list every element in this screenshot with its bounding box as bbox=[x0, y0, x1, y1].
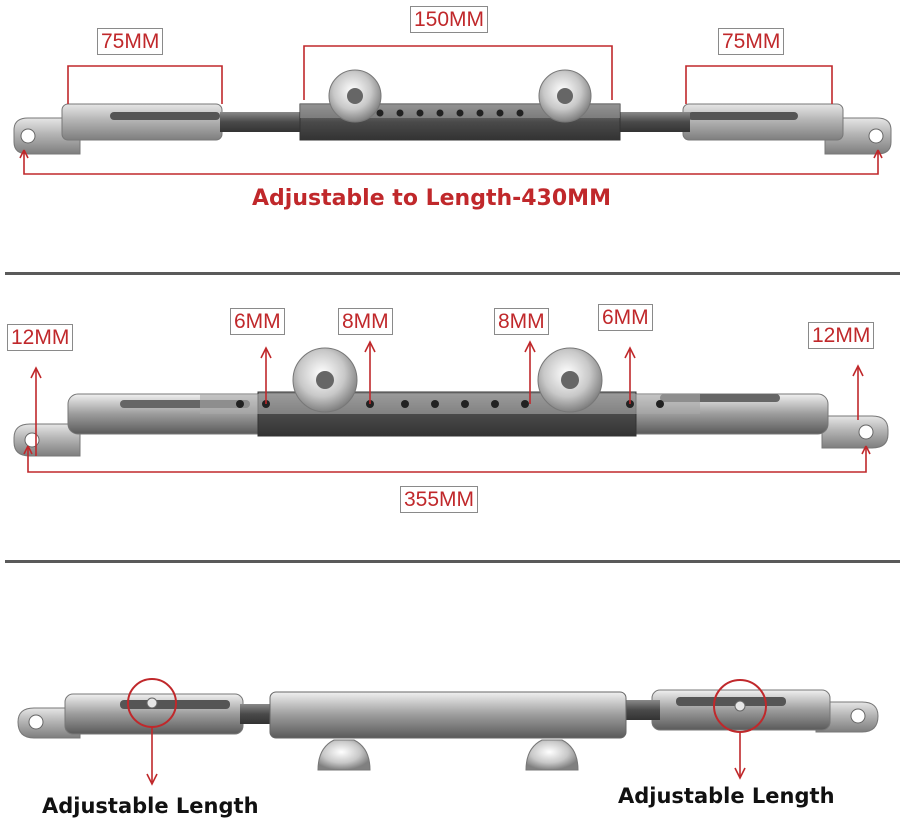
total-length-label: 355MM bbox=[400, 486, 479, 513]
hole-label-d: 6MM bbox=[598, 304, 653, 331]
clamp-knob-icon bbox=[328, 69, 382, 123]
clamp-knob-icon bbox=[317, 739, 371, 771]
clamp-knob-icon bbox=[292, 347, 358, 413]
adjustable-caption-left: Adjustable Length bbox=[42, 794, 259, 818]
hole-label-a: 6MM bbox=[230, 308, 285, 335]
hole-label-b: 8MM bbox=[338, 308, 393, 335]
end-label-left: 12MM bbox=[7, 324, 74, 351]
dimension-label-right: 75MM bbox=[718, 28, 785, 55]
adjustable-caption-right: Adjustable Length bbox=[618, 784, 835, 808]
dimension-label-left: 75MM bbox=[97, 28, 164, 55]
bar-panel-3 bbox=[17, 678, 879, 786]
section-divider bbox=[5, 272, 900, 275]
end-label-right: 12MM bbox=[808, 322, 875, 349]
dimension-label-center: 150MM bbox=[410, 6, 489, 33]
clamp-knob-icon bbox=[525, 739, 579, 771]
length-caption: Adjustable to Length-430MM bbox=[252, 186, 611, 211]
bar-panel-1 bbox=[13, 45, 892, 175]
section-divider bbox=[5, 560, 900, 563]
clamp-knob-icon bbox=[537, 347, 603, 413]
bar-panel-2 bbox=[13, 340, 889, 473]
clamp-knob-icon bbox=[538, 69, 592, 123]
hole-label-c: 8MM bbox=[494, 308, 549, 335]
